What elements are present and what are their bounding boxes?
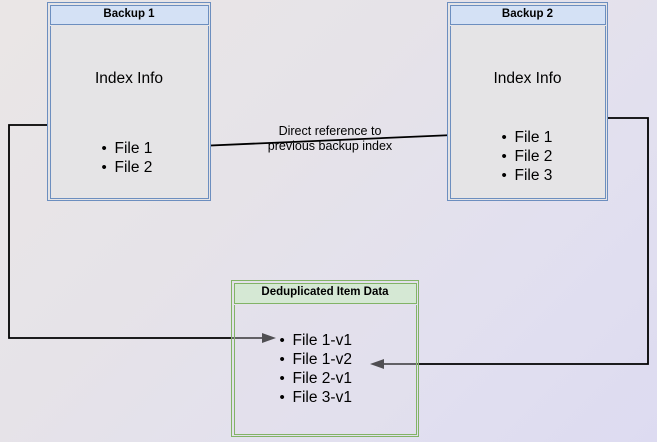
backup-1-file-list: File 1 File 2 — [99, 139, 153, 177]
node-deduplicated-item-data[interactable]: Deduplicated Item Data File 1-v1 File 1-… — [231, 280, 419, 437]
edge-label-direct-reference: Direct reference to previous backup inde… — [267, 124, 393, 153]
list-item: File 2 — [502, 147, 553, 166]
backup-2-index-label: Index Info — [493, 70, 562, 87]
backup-2-file-list: File 1 File 2 File 3 — [499, 128, 553, 185]
list-item: File 2-v1 — [279, 369, 352, 388]
node-backup-2[interactable]: Backup 2 Index Info File 1 File 2 File 3 — [447, 2, 608, 201]
dedup-body: File 1-v1 File 1-v2 File 2-v1 File 3-v1 — [233, 305, 417, 435]
node-backup-1[interactable]: Backup 1 Index Info File 1 File 2 — [47, 2, 211, 201]
dedup-file-list: File 1-v1 File 1-v2 File 2-v1 File 3-v1 — [277, 331, 352, 407]
dedup-header: Deduplicated Item Data — [233, 282, 417, 304]
list-item: File 1 — [102, 139, 153, 158]
backup-1-body: Index Info File 1 File 2 — [49, 26, 209, 199]
list-item: File 1-v1 — [279, 331, 352, 350]
list-item: File 1 — [502, 128, 553, 147]
list-item: File 3-v1 — [279, 388, 352, 407]
list-item: File 1-v2 — [279, 350, 352, 369]
backup-2-body: Index Info File 1 File 2 File 3 — [449, 26, 606, 199]
list-item: File 3 — [502, 166, 553, 185]
backup-1-header: Backup 1 — [49, 4, 209, 25]
list-item: File 2 — [102, 158, 153, 177]
backup-2-header: Backup 2 — [449, 4, 606, 25]
backup-1-index-label: Index Info — [94, 70, 164, 87]
